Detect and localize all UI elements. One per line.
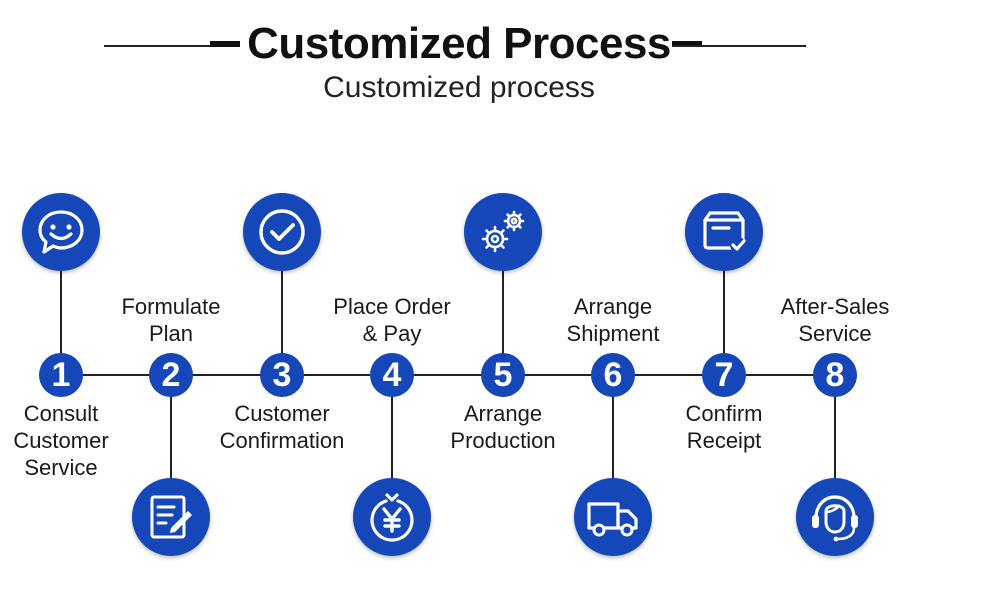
page-subtitle: Customized process [323,71,595,104]
step-4-label: Place Order & Pay [333,294,451,346]
step-6-number: 6 [591,353,635,397]
smile-chat-icon [22,193,100,271]
step-6-label: Arrange Shipment [566,294,660,346]
gears-icon [464,193,542,271]
document-edit-icon [132,478,210,556]
title-dash-left [210,41,240,47]
header: Customized Process [0,18,982,70]
step-5-number: 5 [481,353,525,397]
step-7-number: 7 [702,353,746,397]
step-3-label: Customer Confirmation [219,401,345,453]
step-1-label: Consult Customer Service [13,401,109,480]
step-7-label: Confirm Receipt [685,401,763,453]
headset-support-icon [796,478,874,556]
page-title: Customized Process [247,19,671,68]
yuan-payment-icon [353,478,431,556]
check-circle-icon [243,193,321,271]
title-dash-right [672,41,702,47]
step-5-label: Arrange Production [450,401,556,453]
package-check-icon [685,193,763,271]
truck-icon [574,478,652,556]
step-8-number: 8 [813,353,857,397]
step-4-number: 4 [370,353,414,397]
step-1-number: 1 [39,353,83,397]
step-2-label: Formulate Plan [121,294,221,346]
step-8-label: After-Sales Service [780,294,890,346]
step-2-number: 2 [149,353,193,397]
title-rule-right [672,45,806,47]
title-rule-left [104,45,214,47]
step-3-number: 3 [260,353,304,397]
